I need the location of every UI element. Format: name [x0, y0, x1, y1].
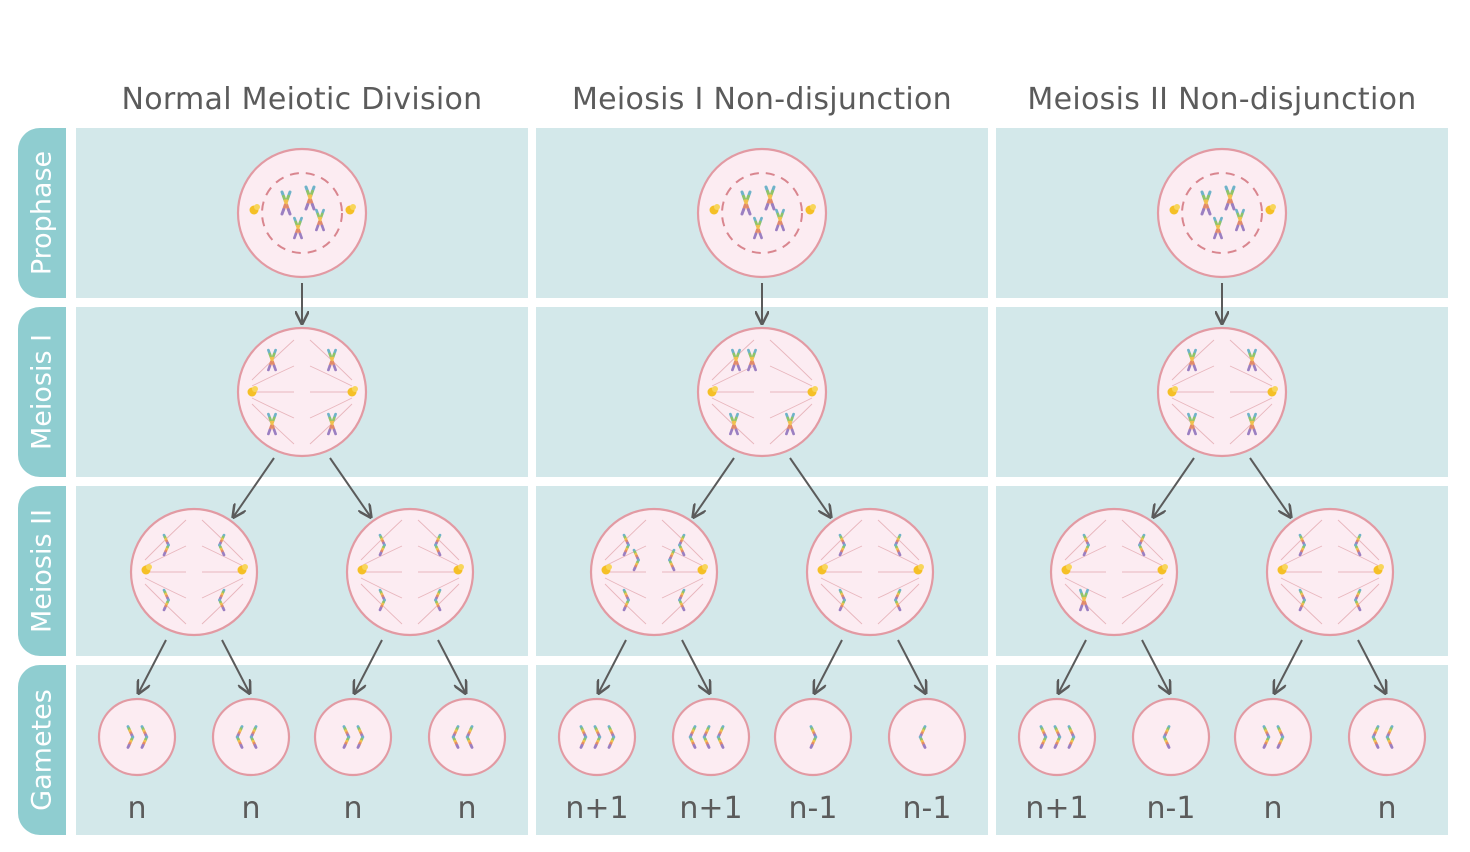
arrow-meiosis-i-left-1	[694, 457, 735, 516]
meiosis-ii-cell-1-0	[589, 507, 719, 637]
gamete-cell-0-2	[313, 697, 393, 777]
gamete-label-1-2: n-1	[789, 791, 838, 826]
gamete-cell-2-0	[1017, 697, 1097, 777]
gamete-label-2-1: n-1	[1147, 791, 1196, 826]
arrow-meiosis-ii-0-1-right	[437, 639, 465, 692]
gamete-label-1-3: n-1	[903, 791, 952, 826]
gamete-label-2-0: n+1	[1025, 791, 1088, 826]
meiosis-ii-cell-0-1	[345, 507, 475, 637]
gamete-cell-2-1	[1131, 697, 1211, 777]
gamete-cell-1-2	[773, 697, 853, 777]
meiosis-ii-cell-1-1	[805, 507, 935, 637]
meiosis-i-cell-2	[1156, 326, 1288, 458]
gamete-label-2-2: n	[1263, 791, 1282, 826]
arrow-meiosis-ii-2-1-left	[1275, 639, 1303, 692]
gamete-label-1-0: n+1	[565, 791, 628, 826]
gamete-cell-1-3	[887, 697, 967, 777]
meiosis-i-cell-1	[696, 326, 828, 458]
prophase-cell-0	[236, 147, 368, 279]
row-label-prophase: Prophase	[18, 128, 66, 298]
column-title-meiosis-i-nondisjunction: Meiosis I Non-disjunction	[571, 82, 952, 117]
gamete-label-1-1: n+1	[679, 791, 742, 826]
arrow-meiosis-ii-0-1-left	[355, 639, 383, 692]
arrow-meiosis-i-left-0	[234, 457, 275, 516]
column-title-normal: Normal Meiotic Division	[121, 82, 483, 117]
row-label-meiosis-ii: Meiosis II	[18, 486, 66, 656]
gamete-label-0-0: n	[127, 791, 146, 826]
meiosis-ii-cell-2-0	[1049, 507, 1179, 637]
prophase-cell-2	[1156, 147, 1288, 279]
gamete-cell-1-0	[557, 697, 637, 777]
meiosis-i-cell-0	[236, 326, 368, 458]
column-title-meiosis-ii-nondisjunction: Meiosis II Non-disjunction	[1027, 82, 1417, 117]
meiosis-ii-cell-2-1	[1265, 507, 1395, 637]
gamete-cell-1-1	[671, 697, 751, 777]
gamete-cell-0-0	[97, 697, 177, 777]
gamete-cell-2-2	[1233, 697, 1313, 777]
arrow-meiosis-i-left-2	[1154, 457, 1195, 516]
row-label-meiosis-i: Meiosis I	[18, 307, 66, 477]
arrow-meiosis-ii-0-0-left	[139, 639, 167, 692]
gamete-label-0-2: n	[343, 791, 362, 826]
arrow-meiosis-ii-0-0-right	[221, 639, 249, 692]
row-label-gametes: Gametes	[18, 665, 66, 835]
gamete-label-0-1: n	[241, 791, 260, 826]
prophase-cell-1	[696, 147, 828, 279]
arrow-meiosis-ii-2-0-right	[1141, 639, 1169, 692]
arrow-meiosis-i-right-2	[1249, 457, 1290, 516]
gamete-label-2-3: n	[1377, 791, 1396, 826]
arrow-meiosis-i-right-1	[789, 457, 830, 516]
arrow-meiosis-ii-2-0-left	[1059, 639, 1087, 692]
gamete-cell-0-3	[427, 697, 507, 777]
meiosis-ii-cell-0-0	[129, 507, 259, 637]
arrow-meiosis-ii-1-0-right	[681, 639, 709, 692]
arrow-meiosis-ii-2-1-right	[1357, 639, 1385, 692]
arrow-meiosis-ii-1-0-left	[599, 639, 627, 692]
arrow-meiosis-i-right-0	[329, 457, 370, 516]
gamete-cell-2-3	[1347, 697, 1427, 777]
gamete-cell-0-1	[211, 697, 291, 777]
gamete-label-0-3: n	[457, 791, 476, 826]
arrow-meiosis-ii-1-1-right	[897, 639, 925, 692]
arrow-meiosis-ii-1-1-left	[815, 639, 843, 692]
